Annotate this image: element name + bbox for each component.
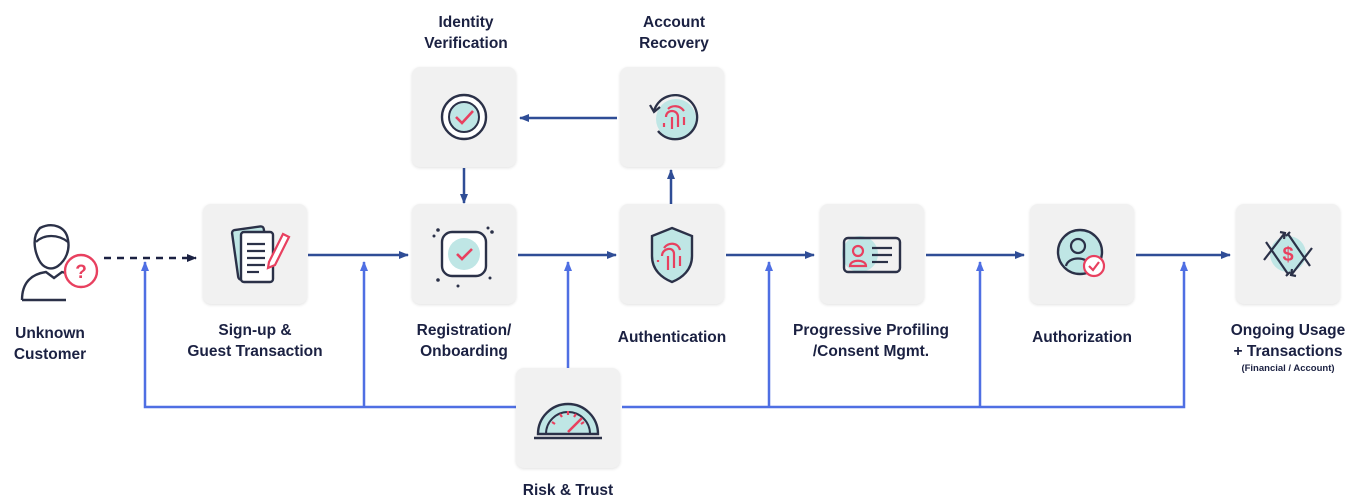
unknown-user-icon: ? (20, 224, 99, 302)
authentication-node (620, 204, 724, 304)
risk-feedback-line-right (622, 261, 1188, 409)
risk-feedback-line-left (141, 261, 516, 409)
id-card-icon (842, 236, 902, 274)
progressive-profiling-node (820, 204, 924, 304)
authorization-label: Authorization (1032, 329, 1132, 346)
check-badge-icon (432, 226, 494, 288)
unknown-customer-node: ? (18, 220, 108, 302)
svg-text:?: ? (75, 262, 87, 283)
fingerprint-shield-icon (650, 226, 694, 284)
signup-node (203, 204, 307, 304)
authorization-node (1030, 204, 1134, 304)
fingerprint-refresh-icon (649, 94, 699, 141)
user-check-icon (1056, 228, 1106, 278)
dollar-exchange-icon: $ (1263, 230, 1313, 278)
registration-node (412, 204, 516, 304)
progressive-profiling-label: Progressive Profiling /Consent Mgmt. (793, 322, 949, 360)
identity-verification-label: Identity Verification (424, 14, 508, 52)
identity-verification-node (412, 67, 516, 167)
account-recovery-label: Account Recovery (639, 14, 709, 52)
account-recovery-node (620, 67, 724, 167)
verified-check-icon (440, 93, 488, 141)
svg-text:$: $ (1282, 244, 1293, 266)
risk-trust-label: Risk & Trust (522, 482, 614, 499)
risk-trust-node (516, 368, 620, 468)
speedometer-icon (534, 402, 602, 440)
ongoing-usage-label: Ongoing Usage + Transactions (Financial … (1230, 322, 1346, 374)
registration-label: Registration/ Onboarding (416, 322, 512, 360)
authentication-label: Authentication (617, 329, 727, 346)
unknown-customer-label: Unknown Customer (13, 325, 87, 363)
signup-label: Sign-up & Guest Transaction (187, 322, 323, 360)
document-pen-icon (230, 225, 291, 284)
ongoing-usage-node: $ (1236, 204, 1340, 304)
